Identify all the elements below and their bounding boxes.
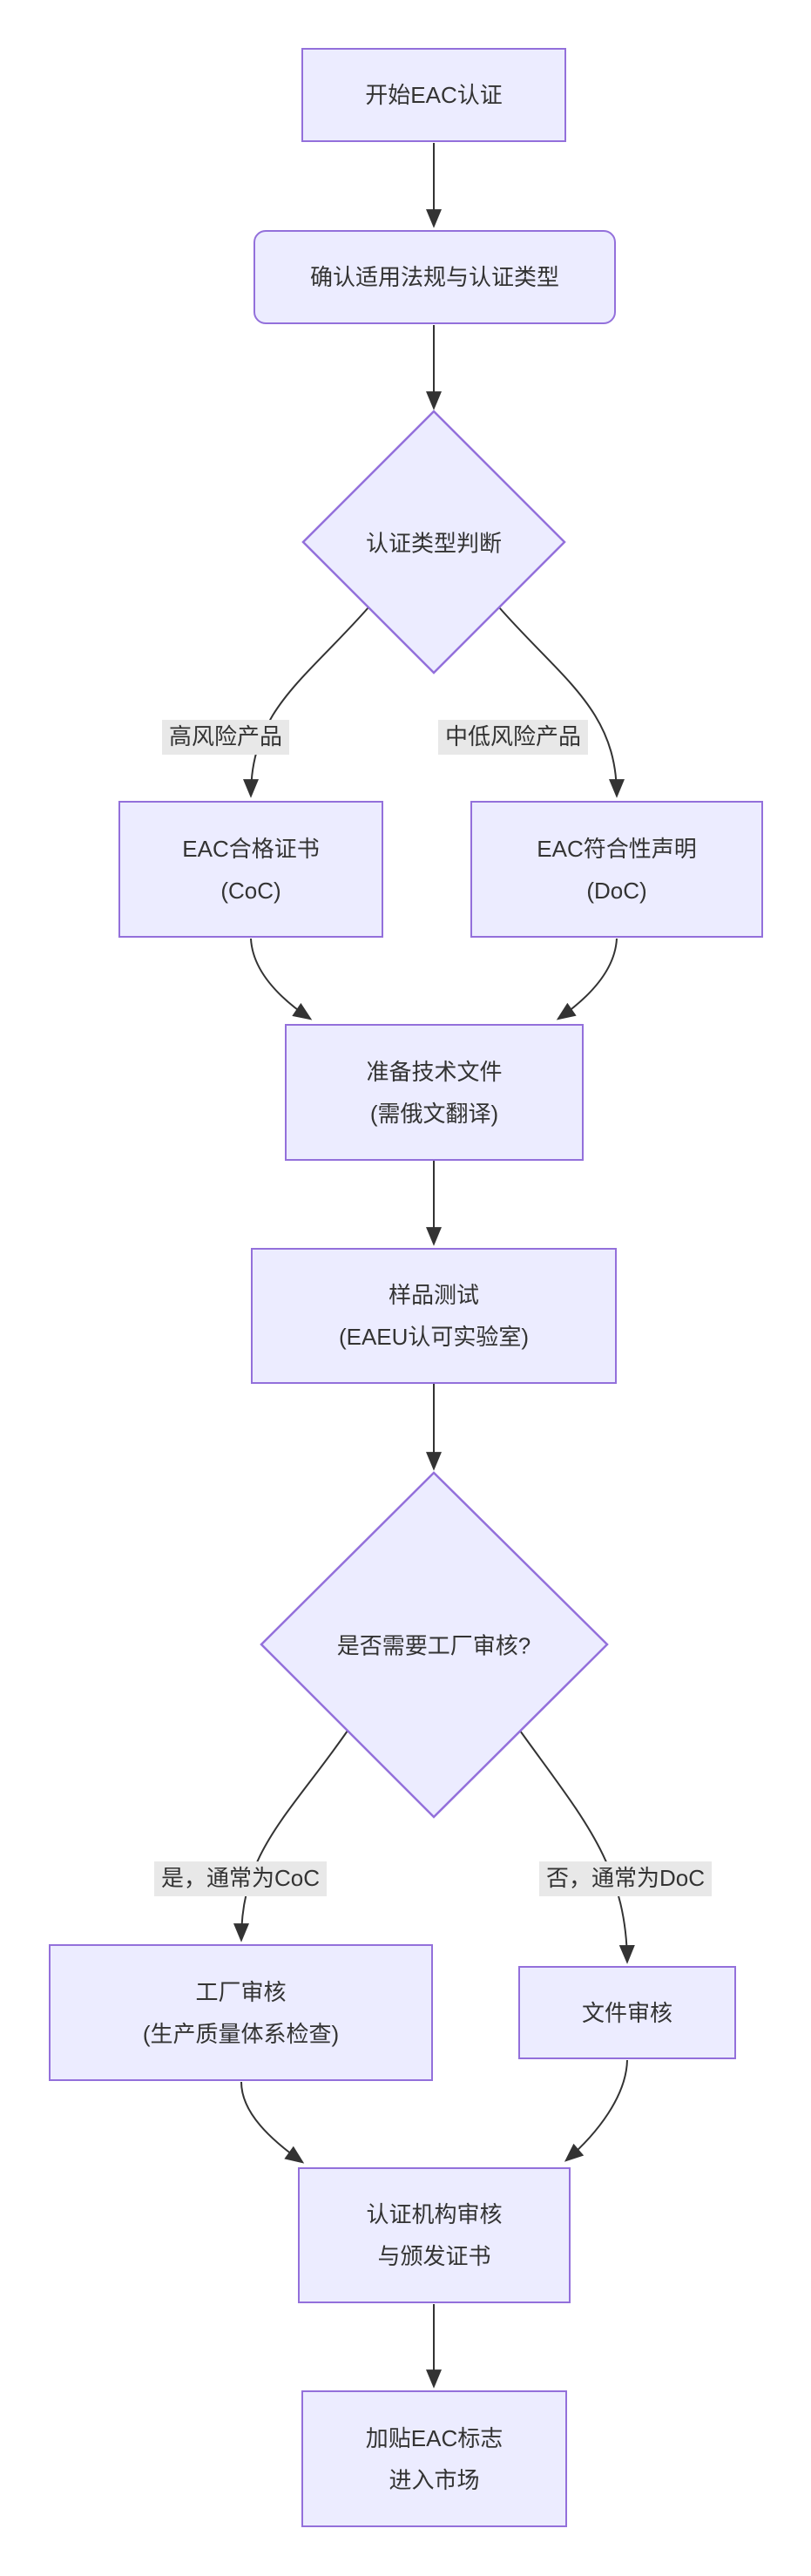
node-coc-line1: EAC合格证书	[182, 835, 320, 862]
edge-coc-to-techdocs	[250, 938, 313, 1020]
node-factory-audit-line1: 工厂审核	[195, 1978, 287, 2005]
node-doc: EAC符合性声明 (DoC)	[470, 801, 763, 938]
decision-factory-audit-label: 是否需要工厂审核?	[336, 1632, 531, 1659]
node-start-label: 开始EAC认证	[365, 82, 503, 108]
edge-label-high-risk: 高风险产品	[161, 720, 290, 755]
edge-decision1-to-doc	[498, 607, 625, 798]
node-confirm-label: 确认适用法规与认证类型	[309, 264, 559, 290]
node-sample-testing-line1: 样品测试	[388, 1282, 479, 1308]
decision-cert-type-diamond	[301, 410, 566, 675]
node-cert-issue: 认证机构审核 与颁发证书	[298, 2167, 571, 2303]
edge-label-mid-low-risk: 中低风险产品	[437, 720, 589, 755]
node-sample-testing: 样品测试 (EAEU认可实验室)	[251, 1248, 617, 1384]
node-coc-line2: (CoC)	[220, 877, 281, 904]
node-document-review-label: 文件审核	[581, 1999, 672, 2026]
edge-doc-to-techdocs	[556, 938, 618, 1020]
node-tech-docs: 准备技术文件 (需俄文翻译)	[285, 1024, 584, 1161]
node-start: 开始EAC认证	[301, 48, 566, 142]
node-tech-docs-line2: (需俄文翻译)	[369, 1100, 499, 1127]
node-factory-audit-line2: (生产质量体系检查)	[142, 2020, 340, 2047]
edge-label-yes-coc: 是，通常为CoC	[153, 1861, 328, 1896]
edge-docreview-to-certbody	[564, 2059, 628, 2162]
node-sample-testing-line2: (EAEU认可实验室)	[338, 1324, 530, 1350]
node-cert-issue-line2: 与颁发证书	[377, 2243, 491, 2269]
node-doc-line2: (DoC)	[586, 877, 647, 904]
decision-cert-type-label: 认证类型判断	[365, 530, 503, 557]
node-confirm-regulations: 确认适用法规与认证类型	[253, 230, 616, 324]
node-eac-marking-line1: 加贴EAC标志	[365, 2424, 503, 2451]
node-eac-marking-line2: 进入市场	[389, 2466, 480, 2493]
edge-label-no-doc: 否，通常为DoC	[538, 1861, 713, 1896]
edge-decision2-to-factory	[233, 1730, 348, 1942]
edge-decision2-to-docreview	[519, 1730, 635, 1964]
decision-factory-audit-diamond	[260, 1471, 609, 1819]
node-tech-docs-line1: 准备技术文件	[366, 1058, 503, 1085]
node-cert-issue-line1: 认证机构审核	[366, 2201, 503, 2227]
node-eac-marking: 加贴EAC标志 进入市场	[301, 2390, 567, 2527]
node-factory-audit: 工厂审核 (生产质量体系检查)	[49, 1944, 433, 2081]
node-doc-line1: EAC符合性声明	[537, 835, 697, 862]
edge-decision1-to-coc	[243, 607, 369, 798]
node-coc: EAC合格证书 (CoC)	[118, 801, 383, 938]
node-document-review: 文件审核	[518, 1966, 736, 2059]
edge-factory-to-certbody	[240, 2081, 305, 2164]
